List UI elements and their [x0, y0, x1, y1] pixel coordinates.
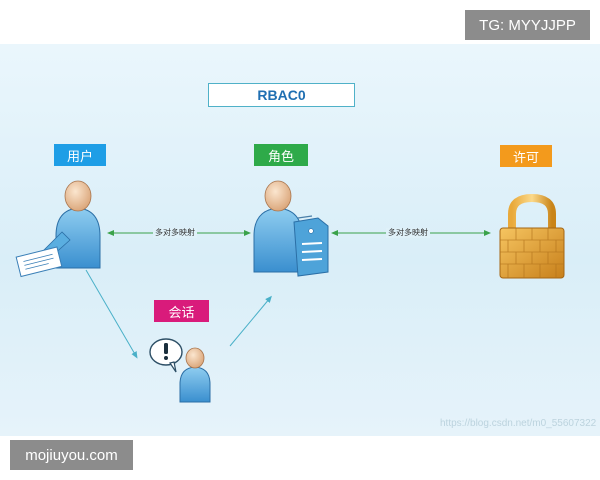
diagram-title: RBAC0	[208, 83, 355, 107]
person-with-document-icon	[15, 180, 101, 278]
person-with-speech-bubble-icon	[149, 338, 211, 403]
telegram-badge: TG: MYYJJPP	[465, 10, 590, 40]
permission-node-label: 许可	[500, 145, 552, 167]
source-watermark: https://blog.csdn.net/m0_55607322	[440, 418, 597, 429]
user-role-edge-label: 多对多映射	[153, 228, 197, 238]
role-node-label: 角色	[254, 144, 308, 166]
user-node-label: 用户	[54, 144, 106, 166]
role-permission-edge-label: 多对多映射	[386, 228, 430, 238]
session-role-arrow	[229, 295, 272, 347]
padlock-icon	[499, 193, 565, 279]
session-node-label: 会话	[154, 300, 209, 322]
person-with-id-badge-icon	[253, 180, 329, 277]
site-badge: mojiuyou.com	[10, 440, 133, 470]
user-session-arrow	[85, 269, 138, 359]
